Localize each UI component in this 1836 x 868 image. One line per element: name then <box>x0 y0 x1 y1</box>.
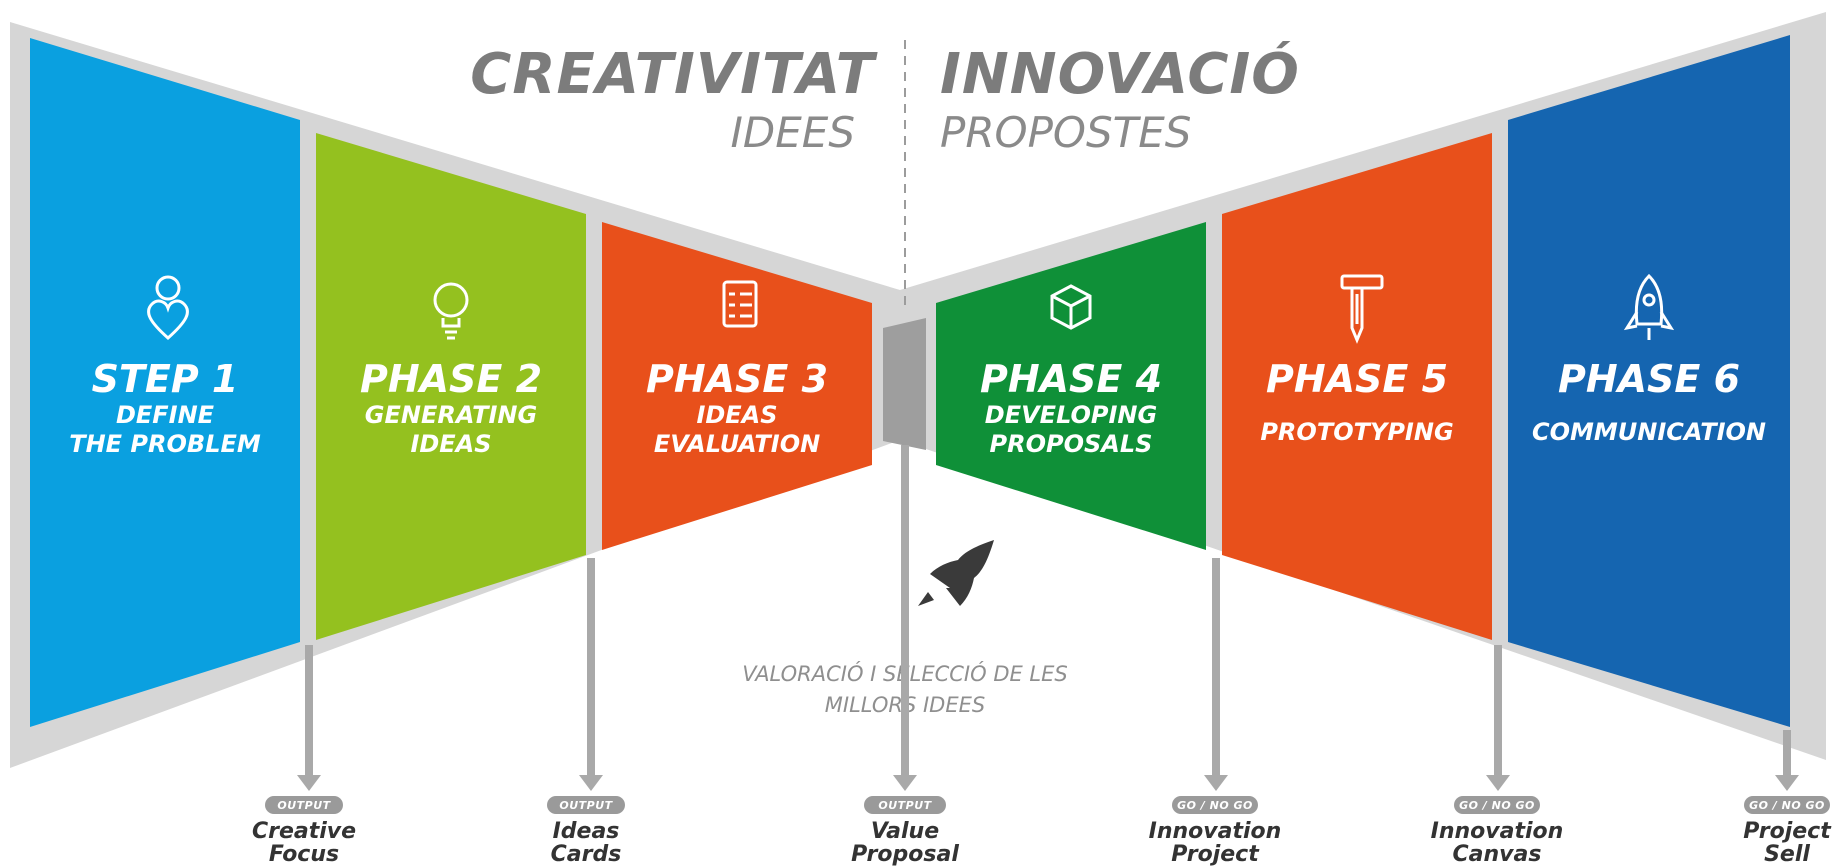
center-connector <box>883 318 926 450</box>
phase-title: STEP 1 <box>92 357 239 401</box>
output-6: GO / NO GO Project Sell <box>1743 796 1832 867</box>
phase-panel-2: PHASE 2 GENERATING IDEAS <box>316 133 586 640</box>
hammer-tool-icon <box>1340 274 1384 344</box>
person-heart-icon <box>147 275 189 341</box>
phase-panel-4: PHASE 4 DEVELOPING PROPOSALS <box>936 222 1206 550</box>
output-2: OUTPUT Ideas Cards <box>547 796 625 867</box>
output-arrow-3 <box>893 445 917 791</box>
phase-subtitle-line2: EVALUATION <box>654 430 820 458</box>
output-badge-label: GO / NO GO <box>1749 799 1825 812</box>
phase-panel-5: PHASE 5 PROTOTYPING <box>1222 133 1492 640</box>
phase-title: PHASE 3 <box>646 357 828 401</box>
output-badge-label: OUTPUT <box>277 799 331 812</box>
lightbulb-icon <box>433 282 469 340</box>
output-arrow-6 <box>1775 730 1799 791</box>
phase-subtitle-line1: PROTOTYPING <box>1260 418 1453 446</box>
output-arrow-5 <box>1486 645 1510 791</box>
output-badge-label: GO / NO GO <box>1459 799 1535 812</box>
phase-subtitle-line2: THE PROBLEM <box>69 430 261 458</box>
output-1: OUTPUT Creative Focus <box>252 796 356 867</box>
output-label-line2: Cards <box>551 842 622 867</box>
output-arrow-4 <box>1204 558 1228 791</box>
phase-panel-bg <box>316 133 586 640</box>
output-arrow-1 <box>297 645 321 791</box>
phase-title: PHASE 2 <box>360 357 542 401</box>
output-badge <box>547 796 625 814</box>
phase-subtitle-line2: PROPOSALS <box>990 430 1153 458</box>
output-badge <box>265 796 343 814</box>
phase-panel-bg <box>1508 35 1790 727</box>
output-label-line1: Innovation <box>1149 819 1282 844</box>
phase-panel-bg <box>1222 133 1492 640</box>
phase-subtitle-line1: IDEAS <box>696 401 777 429</box>
output-badge <box>1744 796 1830 814</box>
output-label-line2: Proposal <box>851 842 959 867</box>
phase-panel-3: PHASE 3 IDEAS EVALUATION <box>602 222 872 550</box>
phase-subtitle-line1: DEFINE <box>116 401 215 429</box>
phase-subtitle-line2: IDEAS <box>410 430 491 458</box>
header-left-title: CREATIVITAT <box>470 42 877 107</box>
rocket-launch-icon <box>918 540 994 606</box>
phase-subtitle-line1: COMMUNICATION <box>1532 418 1766 446</box>
output-5: GO / NO GO Innovation Canvas <box>1431 796 1564 867</box>
phase-panel-bg <box>30 38 300 727</box>
phase-title: PHASE 4 <box>980 357 1162 401</box>
cube-icon <box>1050 284 1092 330</box>
output-badge <box>1172 796 1258 814</box>
output-badge <box>1454 796 1540 814</box>
output-4: GO / NO GO Innovation Project <box>1149 796 1282 867</box>
output-label-line1: Value <box>871 819 939 844</box>
phase-panel-6: PHASE 6 COMMUNICATION <box>1508 35 1790 727</box>
output-label-line2: Sell <box>1764 842 1810 867</box>
output-arrow-2 <box>579 558 603 791</box>
phase-panel-bg <box>602 222 872 550</box>
rocket-icon <box>1623 273 1675 340</box>
output-label-line1: Innovation <box>1431 819 1564 844</box>
phase-title: PHASE 5 <box>1266 357 1448 401</box>
output-label-line1: Ideas <box>553 819 620 844</box>
header-left-subtitle: IDEES <box>731 108 855 157</box>
output-3: OUTPUT Value Proposal <box>851 796 959 867</box>
output-label-line1: Project <box>1743 819 1832 844</box>
output-label-line1: Creative <box>252 819 356 844</box>
output-label-line2: Canvas <box>1453 842 1542 867</box>
header-right-subtitle: PROPOSTES <box>940 108 1191 157</box>
phase-panel-bg <box>936 222 1206 550</box>
output-badge <box>864 796 946 814</box>
header-right-title: INNOVACIÓ <box>940 42 1300 107</box>
phase-subtitle-line1: GENERATING <box>365 401 537 429</box>
phase-subtitle-line1: DEVELOPING <box>985 401 1157 429</box>
output-badge-label: OUTPUT <box>878 799 932 812</box>
checklist-icon <box>722 280 758 328</box>
output-label-line2: Project <box>1171 842 1260 867</box>
phase-title: PHASE 6 <box>1558 357 1740 401</box>
output-label-line2: Focus <box>269 842 339 867</box>
output-badge-label: GO / NO GO <box>1177 799 1253 812</box>
phase-panel-1: STEP 1 DEFINE THE PROBLEM <box>30 38 300 727</box>
output-badge-label: OUTPUT <box>559 799 613 812</box>
